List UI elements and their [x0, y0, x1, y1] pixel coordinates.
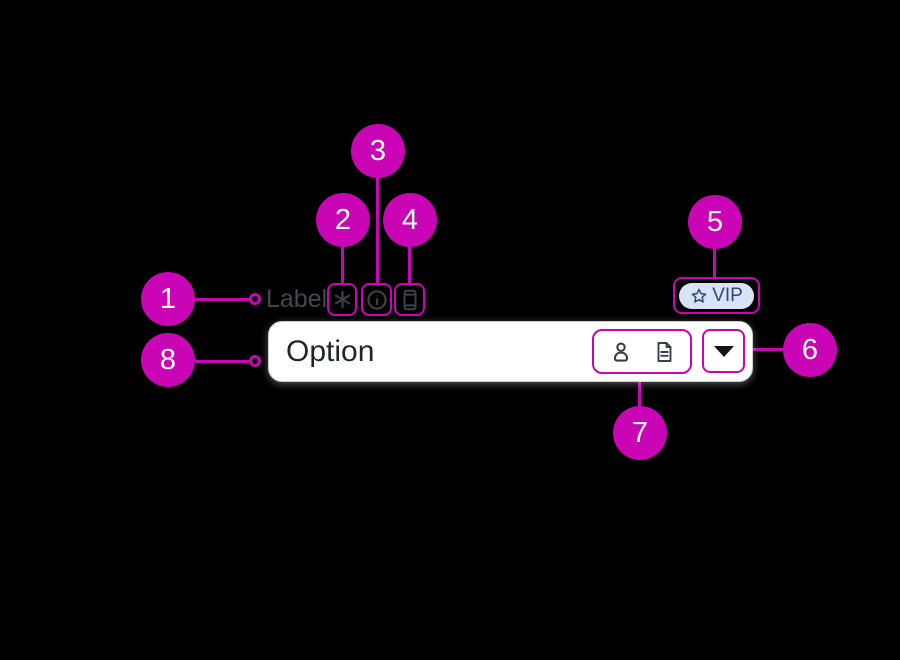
info-icon[interactable]: [365, 288, 389, 312]
connector-line-7: [638, 373, 641, 407]
connector-line-8: [195, 360, 250, 363]
trailing-icons-highlight: [592, 329, 692, 374]
callout-8: 8: [141, 333, 195, 387]
field-label: Label: [266, 285, 328, 313]
connector-line-4: [408, 245, 411, 284]
callout-4: 4: [383, 193, 437, 247]
caret-down-icon[interactable]: [713, 345, 735, 358]
connector-endpoint-dot-1: [249, 293, 261, 305]
connector-endpoint-dot-8: [249, 355, 261, 367]
callout-5-number: 5: [706, 205, 724, 238]
callout-6-number: 6: [801, 333, 819, 366]
callout-6: 6: [783, 323, 837, 377]
required-asterisk-highlight: [327, 283, 357, 316]
callout-1-number: 1: [159, 282, 177, 315]
callout-1: 1: [141, 272, 195, 326]
vip-badge-text: VIP: [712, 285, 743, 306]
user-icon: [608, 339, 634, 365]
vip-badge-highlight: [673, 277, 760, 314]
callout-8-number: 8: [159, 343, 177, 376]
connector-line-1: [195, 298, 250, 301]
connector-line-6: [744, 348, 784, 351]
callout-4-number: 4: [401, 203, 419, 236]
vip-badge: VIP: [679, 283, 754, 309]
mobile-icon: [398, 288, 422, 312]
info-highlight: [361, 283, 392, 316]
callout-2: 2: [316, 193, 370, 247]
select-field[interactable]: Option: [268, 321, 753, 382]
required-asterisk-icon: [331, 288, 354, 311]
connector-line-5: [713, 247, 716, 278]
callout-2-number: 2: [334, 203, 352, 236]
mobile-highlight: [394, 283, 425, 316]
star-icon: [690, 287, 708, 305]
connector-line-3: [376, 176, 379, 284]
document-icon: [652, 340, 676, 364]
callout-7: 7: [613, 406, 667, 460]
callout-3: 3: [351, 124, 405, 178]
caret-highlight: [702, 329, 745, 373]
select-field-value: Option: [286, 334, 375, 368]
callout-5: 5: [688, 195, 742, 249]
connector-line-2: [341, 245, 344, 284]
callout-7-number: 7: [631, 416, 649, 449]
callout-3-number: 3: [369, 134, 387, 167]
